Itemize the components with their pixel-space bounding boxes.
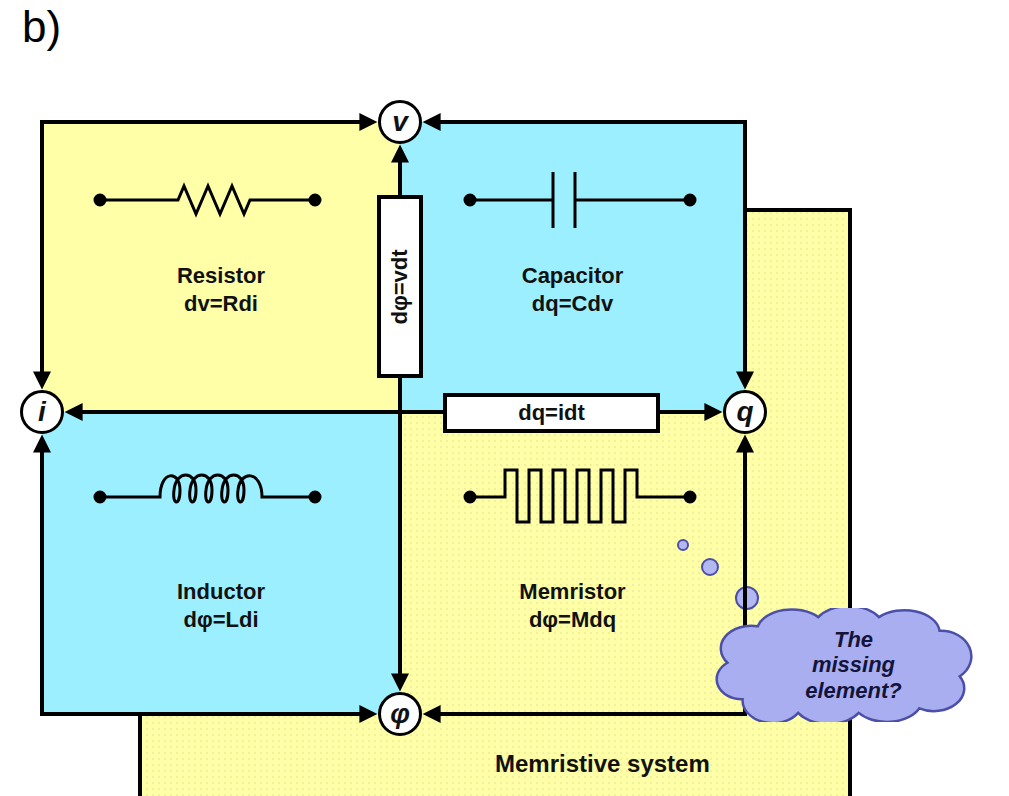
relation-arrow (398, 378, 402, 686)
node-formula: dv=Rdi (184, 290, 258, 318)
inductor-quadrant: Inductordφ=Ldi (42, 412, 400, 714)
node-heading: The missing element? (799, 627, 909, 703)
node-heading: v (392, 108, 408, 136)
resistor-symbol (95, 186, 320, 214)
node-heading: Capacitor (522, 262, 623, 290)
capacitor-quadrant-fill (400, 122, 745, 412)
node-formula: dφ=Mdq (529, 606, 616, 634)
capacitor-quadrant: Capacitordq=Cdv (400, 122, 745, 412)
flux-relation-box: dφ=vdt (377, 195, 423, 378)
node-heading: Resistor (177, 262, 265, 290)
current-node: i (20, 390, 64, 434)
node-heading: Memristive system (495, 750, 710, 778)
relation-arrow (660, 410, 717, 414)
node-heading: Inductor (177, 578, 265, 606)
relation-arrow (398, 150, 402, 195)
capacitor-symbol (465, 172, 695, 228)
memristor-quadrant: Memristordφ=Mdq (400, 412, 745, 714)
charge-node: q (723, 390, 767, 434)
node-heading: i (38, 398, 46, 426)
inductor-symbol (95, 475, 320, 502)
voltage-node: v (378, 100, 422, 144)
resistor-quadrant: Resistordv=Rdi (42, 122, 400, 412)
node-formula: dq=Cdv (532, 290, 613, 318)
inductor-quadrant-fill (42, 412, 400, 714)
memristor-quadrant-fill (400, 412, 745, 714)
panel-letter: b) (22, 2, 61, 52)
node-heading: q (736, 398, 753, 426)
relation-arrow (428, 440, 745, 714)
relation-arrow (42, 440, 372, 714)
node-heading: φ (390, 700, 410, 728)
relation-arrow (428, 122, 745, 384)
node-heading: dq=idt (518, 400, 585, 426)
flux-node: φ (378, 692, 422, 736)
node-heading: Memristor (519, 578, 625, 606)
resistor-quadrant-fill (42, 122, 400, 412)
node-formula: dφ=Ldi (183, 606, 258, 634)
node-heading: dφ=vdt (387, 249, 413, 324)
relation-arrow (70, 410, 443, 414)
thought-cloud: The missing element? (682, 608, 985, 722)
relation-arrow (42, 122, 372, 384)
memristor-symbol (465, 470, 695, 522)
charge-relation-box: dq=idt (443, 393, 660, 433)
